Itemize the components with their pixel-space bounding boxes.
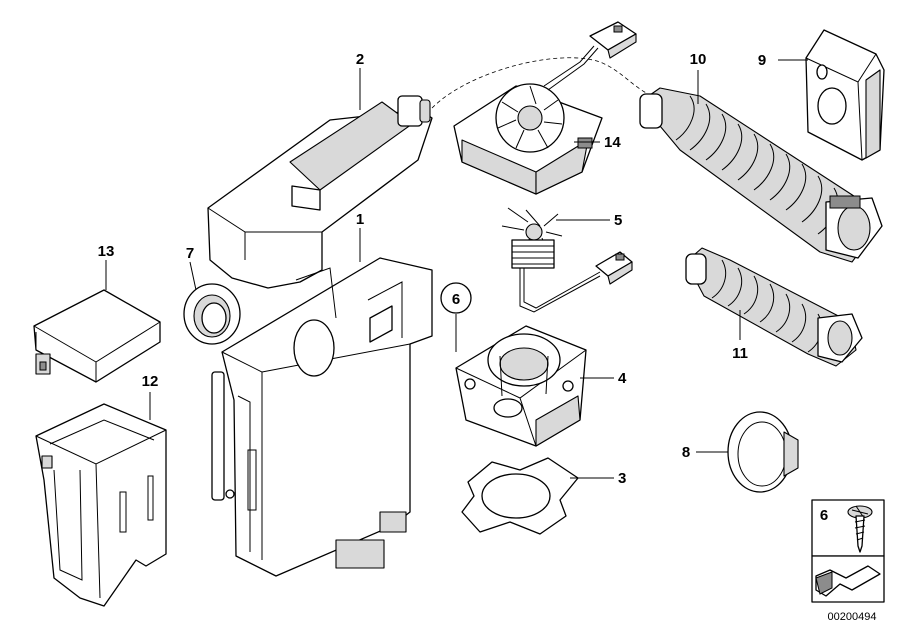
callout-7: 7 [186,245,194,262]
part-3-gasket [461,457,579,535]
part-2-cover [207,95,433,289]
connection-dash-line [431,57,649,109]
leader-lines [105,59,808,479]
part-12-box [35,403,167,607]
part-9-bracket [805,29,885,161]
diagram-id: 00200494 [828,611,877,623]
part-11-small-bellows [685,247,863,367]
callout-8: 8 [682,444,690,461]
callout-labels: 2 1 7 13 12 14 5 4 3 6 10 9 11 8 [98,51,767,487]
part-14-fan [453,83,603,195]
part-8-plug-cap [727,411,799,493]
arrow-indicator-icon [815,565,881,597]
legend-box-number: 6 [820,507,828,524]
part-10-bellows-hose [639,87,883,263]
callout-2: 2 [356,51,364,68]
callout-1: 1 [356,211,364,228]
part-13-lid [33,289,161,383]
callout-11: 11 [732,345,748,362]
legend-box: 6 [811,499,885,603]
callout-14: 14 [604,134,621,151]
callout-6-circle [440,282,472,314]
fan-cable-plug [543,21,637,91]
callout-4: 4 [618,370,627,387]
callout-9: 9 [758,52,766,69]
screw-icon [847,505,873,553]
part-4-fan-housing [455,325,587,447]
callout-12: 12 [142,373,159,390]
callout-13: 13 [98,243,115,260]
callout-6: 6 [452,291,460,308]
callout-3: 3 [618,470,626,487]
callout-5: 5 [614,212,622,229]
part-5-impeller [501,207,633,313]
part-1-housing [211,257,433,577]
callout-10: 10 [690,51,707,68]
part-7-grommet [183,283,241,345]
